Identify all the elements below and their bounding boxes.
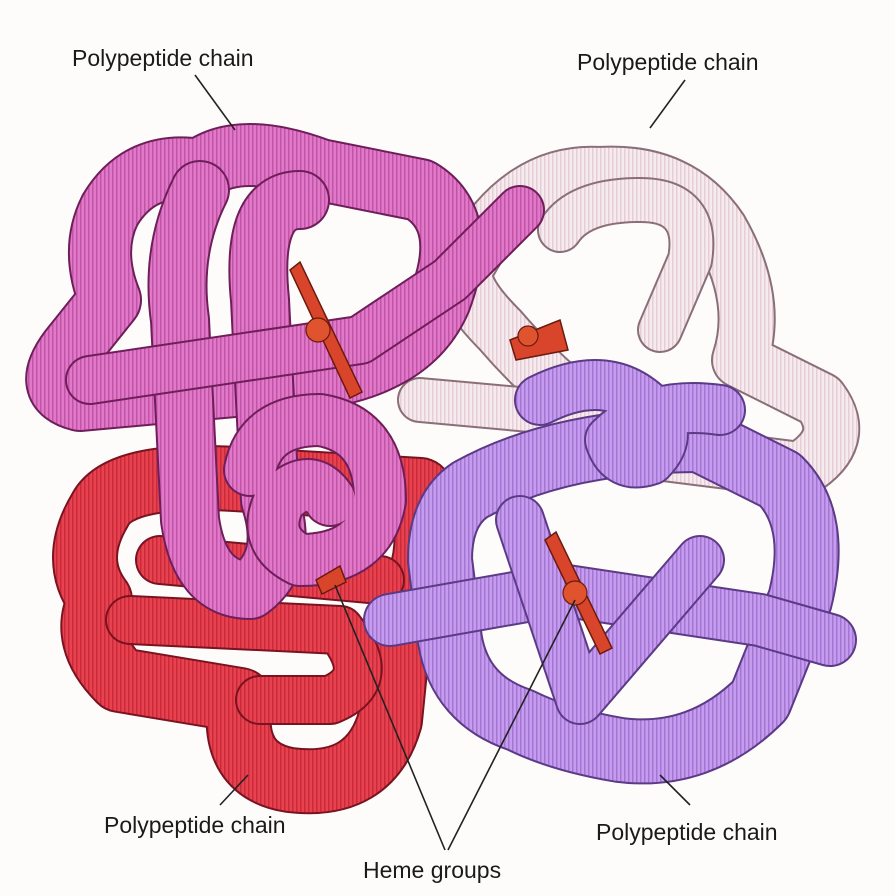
label-polypeptide-chain-bottom-right: Polypeptide chain: [596, 819, 778, 845]
label-polypeptide-chain-bottom-left: Polypeptide chain: [104, 812, 286, 838]
label-polypeptide-chain-top-right: Polypeptide chain: [577, 49, 759, 75]
leader-top-left: [195, 75, 235, 130]
leader-top-right: [650, 80, 685, 128]
label-polypeptide-chain-top-left: Polypeptide chain: [72, 45, 254, 71]
label-heme-groups: Heme groups: [363, 857, 501, 883]
polypeptide-chain-bottom-right: [390, 385, 830, 751]
